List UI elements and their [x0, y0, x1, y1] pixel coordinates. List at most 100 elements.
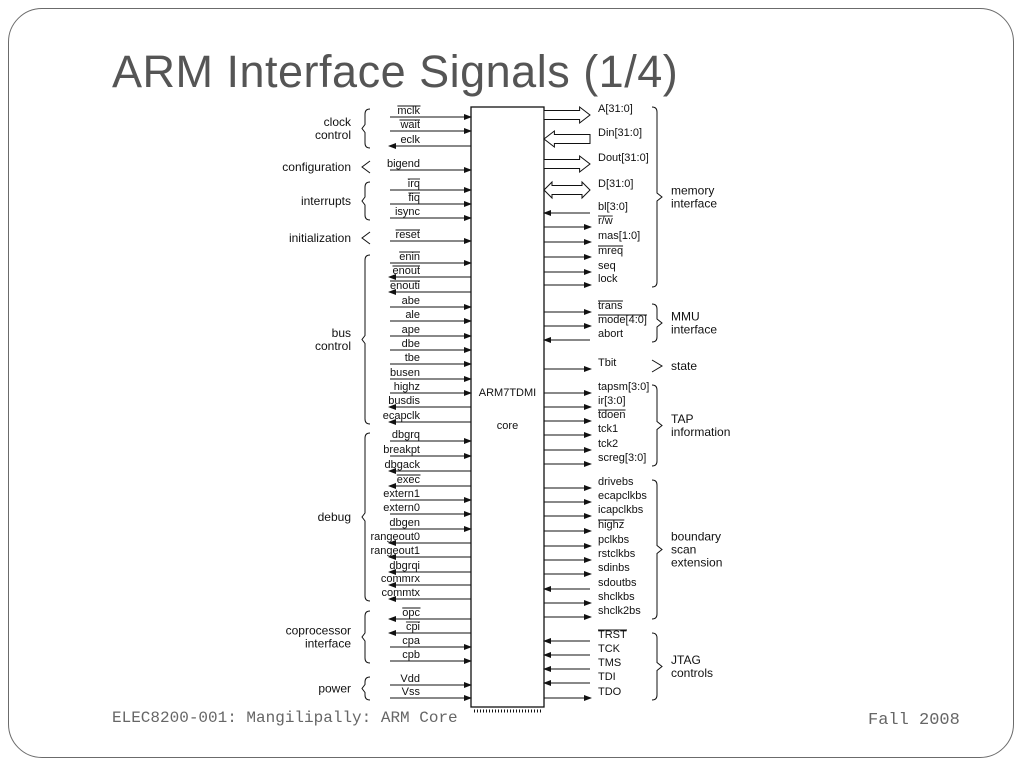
left-signal-rangeout0-label: rangeout0: [370, 531, 420, 543]
left-signal-vss-label: Vss: [402, 686, 421, 698]
left-signal-cpi-label: cpi: [406, 621, 420, 633]
left-signal-enouti-label: enouti: [390, 280, 420, 292]
left-signal-highz-label: highz: [394, 381, 420, 393]
right-signal-bl-3-0-label: bl[3:0]: [598, 201, 628, 213]
right-group-boundary-scan-extension-bracket: [651, 479, 663, 620]
right-signal-screg-3-0-label: screg[3:0]: [598, 452, 646, 464]
left-signal-extern1-label: extern1: [383, 488, 420, 500]
left-group-clock-control-bracket: [361, 108, 371, 149]
right-group-memory-interface-label-0: memory: [671, 184, 714, 198]
left-signal-busen-label: busen: [390, 367, 420, 379]
left-group-initialization-label-0: initialization: [289, 231, 351, 245]
left-signal-reset-label: reset: [396, 229, 420, 241]
left-signal-enout-label: enout: [392, 265, 420, 277]
left-group-coprocessor-interface-bracket: [361, 610, 371, 664]
left-signal-exec-label: exec: [397, 474, 421, 486]
slide-title: ARM Interface Signals (1/4): [112, 46, 679, 97]
right-signal-din-31-0-bus-arrow: [543, 129, 591, 149]
right-signal-trans-label: trans: [598, 300, 623, 312]
left-signal-cpa-label: cpa: [402, 635, 421, 647]
left-signal-ape-label: ape: [402, 324, 420, 336]
left-signal-dbgack-label: dbgack: [385, 459, 421, 471]
left-group-initialization-bracket: [361, 231, 371, 245]
right-signal-tdoen-label: tdoen: [598, 409, 626, 421]
right-group-jtag-controls-label-0: JTAG: [671, 653, 701, 667]
left-group-configuration-label-0: configuration: [282, 160, 351, 174]
left-group-coprocessor-interface-label-0: coprocessor: [286, 624, 351, 638]
left-group-bus-control-bracket: [361, 254, 371, 425]
right-signal-d-31-0-label: D[31:0]: [598, 178, 633, 190]
right-signal-mas-1-0-label: mas[1:0]: [598, 230, 640, 242]
left-signal-breakpt-label: breakpt: [383, 444, 420, 456]
left-signal-mclk-label: mclk: [397, 105, 420, 117]
core-block: [470, 106, 545, 708]
right-signal-mode-4-0-label: mode[4:0]: [598, 314, 647, 326]
right-signal-lock-label: lock: [598, 273, 618, 285]
right-signal-tdi-label: TDI: [598, 671, 616, 683]
left-signal-ecapclk-label: ecapclk: [383, 410, 421, 422]
left-signal-ale-label: ale: [405, 309, 420, 321]
right-signal-ir-3-0-label: ir[3:0]: [598, 395, 626, 407]
right-signal-tdo-label: TDO: [598, 686, 622, 698]
left-signal-irq-label: irq: [408, 178, 420, 190]
core-name: ARM7TDMI: [479, 387, 536, 399]
footer-course: ELEC8200-001: Mangilipally: ARM Core: [112, 709, 458, 727]
right-signal-shclk2bs-label: shclk2bs: [598, 605, 641, 617]
right-signal-tck-label: TCK: [598, 643, 621, 655]
left-signal-vdd-label: Vdd: [400, 673, 420, 685]
right-signal-a-31-0-label: A[31:0]: [598, 103, 633, 115]
left-signal-dbgrqi-label: dbgrqi: [389, 560, 420, 572]
right-signal-pclkbs-label: pclkbs: [598, 534, 630, 546]
left-group-debug-bracket: [361, 432, 371, 602]
right-group-tap-information-bracket: [651, 384, 663, 467]
right-group-boundary-scan-extension-label-2: extension: [671, 556, 722, 570]
left-group-debug-label-0: debug: [318, 510, 351, 524]
left-signal-eclk-label: eclk: [400, 134, 420, 146]
left-signal-isync-label: isync: [395, 206, 421, 218]
left-signal-enin-label: enin: [399, 251, 420, 263]
right-signal-d-31-0-bus-arrow: [543, 180, 591, 200]
left-signal-commtx-label: commtx: [382, 587, 421, 599]
right-signal-dout-31-0-bus-arrow: [543, 154, 591, 174]
right-group-jtag-controls-bracket: [651, 632, 663, 701]
right-group-tap-information-label-0: TAP: [671, 412, 693, 426]
left-signal-abe-label: abe: [402, 295, 420, 307]
left-signal-rangeout1-label: rangeout1: [370, 545, 420, 557]
right-signal-shclkbs-label: shclkbs: [598, 591, 635, 603]
right-signal-trst-label: TRST: [598, 629, 627, 641]
right-signal-mreq-label: mreq: [598, 245, 623, 257]
core-sub: core: [497, 420, 518, 432]
right-signal-tbit-label: Tbit: [598, 357, 616, 369]
left-group-bus-control-label-0: bus: [332, 326, 351, 340]
right-group-mmu-interface-bracket: [651, 303, 663, 343]
left-group-coprocessor-interface-label-1: interface: [305, 637, 351, 651]
right-group-state-label-0: state: [671, 359, 697, 373]
left-signal-dbe-label: dbe: [402, 338, 420, 350]
right-group-boundary-scan-extension-label-1: scan: [671, 543, 696, 557]
right-group-state-bracket: [651, 359, 663, 373]
left-signal-dbgrq-label: dbgrq: [392, 429, 420, 441]
left-group-power-label-0: power: [318, 682, 351, 696]
right-signal-drivebs-label: drivebs: [598, 476, 634, 488]
right-signal-abort-label: abort: [598, 328, 623, 340]
right-signal-tck2-label: tck2: [598, 438, 618, 450]
right-signal-rstclkbs-label: rstclkbs: [598, 548, 636, 560]
right-signal-r-w-label: r/w: [598, 215, 613, 227]
right-signal-din-31-0-label: Din[31:0]: [598, 127, 642, 139]
left-group-bus-control-label-1: control: [315, 339, 351, 353]
right-signal-icapclkbs-label: icapclkbs: [598, 504, 644, 516]
left-group-power-bracket: [361, 676, 371, 701]
right-group-boundary-scan-extension-label-0: boundary: [671, 530, 721, 544]
right-signal-sdinbs-label: sdinbs: [598, 562, 630, 574]
right-signal-dout-31-0-label: Dout[31:0]: [598, 152, 649, 164]
left-group-interrupts-label-0: interrupts: [301, 194, 351, 208]
right-signal-sdoutbs-label: sdoutbs: [598, 577, 637, 589]
left-signal-cpb-label: cpb: [402, 649, 420, 661]
right-signal-highz-bs-label: highz: [598, 519, 624, 531]
slide-frame: [8, 8, 1014, 758]
left-signal-busdis-label: busdis: [388, 395, 420, 407]
left-group-clock-control-label-0: clock: [324, 115, 352, 129]
right-group-mmu-interface-label-0: MMU: [671, 310, 700, 324]
left-group-configuration-bracket: [361, 160, 371, 174]
